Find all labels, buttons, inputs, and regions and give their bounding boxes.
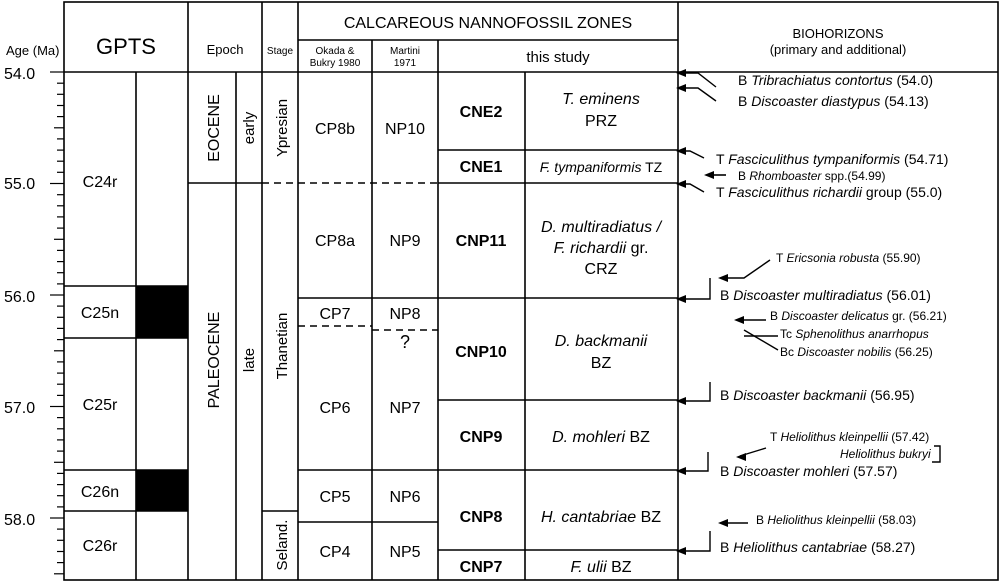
epoch-late: late xyxy=(241,348,258,372)
age-label: 56.0 xyxy=(4,289,35,306)
biohorizon-label: B Heliolithus kleinpellii (58.03) xyxy=(756,513,916,527)
chron-label: C26r xyxy=(83,538,118,555)
this-study-header: this study xyxy=(526,49,590,66)
biohorizon-label: B Rhomboaster spp.(54.99) xyxy=(738,169,885,183)
biohorizon-arrow-shafts xyxy=(712,174,766,524)
biohorizon-label: B Discoaster diastypus (54.13) xyxy=(738,93,929,109)
chron-label: C24r xyxy=(83,174,118,191)
age-label: 55.0 xyxy=(4,176,35,193)
martini-zone: NP7 xyxy=(389,400,420,417)
age-header: Age (Ma) xyxy=(6,43,59,58)
zone-name: T. eminens xyxy=(562,91,640,108)
biohorizons-header-line2: (primary and additional) xyxy=(770,42,907,57)
zone-code: CNP11 xyxy=(456,233,507,250)
okada-zone: CP8a xyxy=(315,233,355,250)
polarity-block-c26n xyxy=(136,470,188,511)
zones-header: CALCAREOUS NANNOFOSSIL ZONES xyxy=(344,15,632,32)
epoch-eocene: EOCENE xyxy=(206,94,223,162)
arrow-icon xyxy=(676,397,686,405)
biohorizons-header-line1: BIOHORIZONS xyxy=(792,26,883,41)
martini-zone: NP5 xyxy=(389,544,420,561)
zone-code: CNP7 xyxy=(460,559,503,576)
chron-label: C25n xyxy=(81,305,119,322)
zone-name: D. multiradiatus / xyxy=(541,219,663,236)
biohorizon-label: B Tribrachiatus contortus (54.0) xyxy=(738,72,933,88)
biohorizon-label: T Ericsonia robusta (55.90) xyxy=(776,251,921,265)
chron-label: C26n xyxy=(81,484,119,501)
arrow-icon xyxy=(676,69,686,77)
zone-name-line: H. cantabriae BZ xyxy=(541,509,661,526)
zone-code: CNP10 xyxy=(455,344,507,361)
biohorizon-label: T Heliolithus kleinpellii (57.42) xyxy=(770,430,929,444)
okada-zone: CP5 xyxy=(319,489,350,506)
okada-zone: CP4 xyxy=(319,544,350,561)
arrow-icon xyxy=(676,467,686,475)
martini-zone-uncertain: ? xyxy=(400,332,410,352)
zone-code: CNE2 xyxy=(460,104,503,121)
zone-type: BZ xyxy=(591,355,612,372)
age-axis-ticks xyxy=(50,71,64,575)
biohorizon-label: B Discoaster mohleri (57.57) xyxy=(720,463,897,479)
biohorizon-arrowheads xyxy=(676,69,746,555)
zone-name-line: F. tympaniformis TZ xyxy=(540,159,663,175)
arrow-icon xyxy=(704,171,714,179)
arrow-icon xyxy=(736,453,746,461)
okada-zone: CP7 xyxy=(319,306,350,323)
biohorizon-label: T Fasciculithus richardii group (55.0) xyxy=(716,184,942,200)
arrow-icon xyxy=(676,147,686,155)
arrow-icon xyxy=(718,274,728,282)
stage-thanetian: Thanetian xyxy=(274,313,291,380)
biohorizon-label: Heliolithus bukryi xyxy=(840,447,931,461)
age-label: 58.0 xyxy=(4,512,35,529)
zone-name: D. backmanii xyxy=(555,333,648,350)
epoch-paleocene: PALEOCENE xyxy=(206,312,223,409)
polarity-block-c25n xyxy=(136,286,188,338)
age-label: 57.0 xyxy=(4,400,35,417)
chron-label: C25r xyxy=(83,397,118,414)
stage-selandian: Seland. xyxy=(274,520,291,571)
biohorizon-label: Bc Discoaster nobilis (56.25) xyxy=(780,345,933,359)
martini-header-line2: 1971 xyxy=(394,58,417,69)
biohorizon-label: B Discoaster backmanii (56.95) xyxy=(720,387,915,403)
dashed-boundaries xyxy=(262,182,438,331)
okada-header-line1: Okada & xyxy=(316,46,355,57)
arrow-icon xyxy=(718,519,728,527)
arrow-icon xyxy=(676,295,686,303)
zone-code: CNP9 xyxy=(460,429,503,446)
biohorizon-label: B Discoaster delicatus gr. (56.21) xyxy=(770,309,947,323)
biohorizon-label: B Heliolithus cantabriae (58.27) xyxy=(720,539,915,555)
stage-header: Stage xyxy=(267,46,294,57)
zone-type: CRZ xyxy=(585,261,618,278)
age-label: 54.0 xyxy=(4,66,35,83)
zone-name-line: F. ulii BZ xyxy=(570,559,631,576)
arrow-icon xyxy=(734,316,744,324)
okada-zone: CP8b xyxy=(315,121,355,138)
biohorizon-label: T Fasciculithus tympaniformis (54.71) xyxy=(716,151,948,167)
arrow-icon xyxy=(676,180,686,188)
arrow-icon xyxy=(676,84,686,92)
gpts-header: GPTS xyxy=(96,34,156,59)
stage-ypresian: Ypresian xyxy=(274,99,291,157)
martini-zone: NP6 xyxy=(389,489,420,506)
biohorizon-connectors xyxy=(680,72,941,552)
biohorizon-label: Tc Sphenolithus anarrhopus xyxy=(780,327,929,341)
biohorizon-label: B Discoaster multiradiatus (56.01) xyxy=(720,287,931,303)
martini-zone: NP9 xyxy=(389,233,420,250)
epoch-early: early xyxy=(241,111,258,144)
okada-header-line2: Bukry 1980 xyxy=(310,58,361,69)
martini-header-line1: Martini xyxy=(390,46,420,57)
zone-name-line: D. mohleri BZ xyxy=(552,429,650,446)
epoch-header: Epoch xyxy=(207,42,244,57)
okada-zone: CP6 xyxy=(319,400,350,417)
zone-type: PRZ xyxy=(585,113,617,130)
arrow-icon xyxy=(676,547,686,555)
martini-zone: NP8 xyxy=(389,306,420,323)
zone-code: CNP8 xyxy=(460,509,503,526)
zone-name-line: F. richardii gr. xyxy=(554,240,649,257)
zone-code: CNE1 xyxy=(460,159,503,176)
martini-zone: NP10 xyxy=(385,121,425,138)
